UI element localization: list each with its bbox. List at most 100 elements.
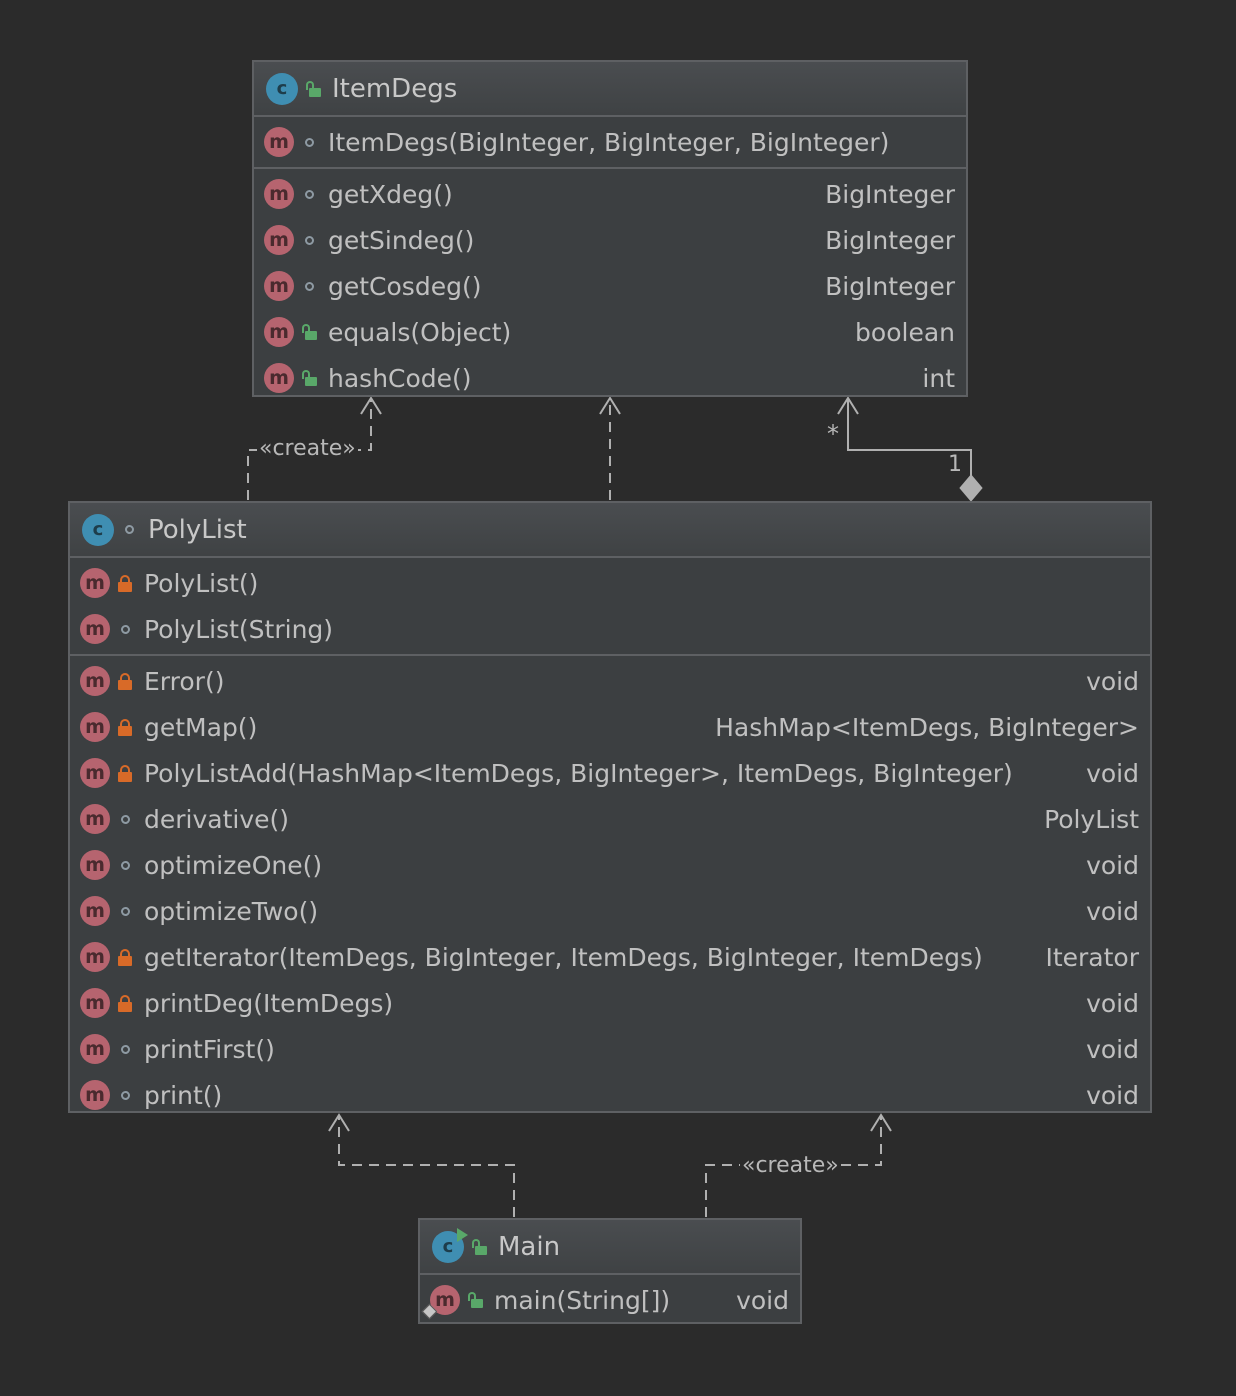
method-icon: m bbox=[264, 271, 294, 301]
package-dot-icon bbox=[300, 189, 318, 199]
method-icon: m bbox=[80, 896, 110, 926]
member-signature: printDeg(ItemDegs) bbox=[144, 988, 394, 1018]
composition-line bbox=[847, 400, 972, 477]
class-icon: c bbox=[432, 1227, 468, 1263]
public-lock-icon bbox=[304, 80, 322, 97]
method-icon: m bbox=[80, 804, 110, 834]
arrowhead-dependency-top bbox=[599, 396, 621, 415]
arrowhead-composition bbox=[837, 396, 859, 415]
method-icon: m bbox=[264, 225, 294, 255]
member-signature: equals(Object) bbox=[328, 317, 512, 347]
arrowhead-create-top bbox=[360, 396, 382, 415]
member-row[interactable]: m PolyListAdd(HashMap<ItemDegs, BigIntege… bbox=[70, 750, 1150, 796]
method-icon: m bbox=[80, 988, 110, 1018]
member-return-type: PolyList bbox=[1044, 804, 1139, 834]
member-signature: main(String[]) bbox=[494, 1285, 671, 1315]
member-row[interactable]: m derivative() PolyList bbox=[70, 796, 1150, 842]
package-dot-icon bbox=[116, 906, 134, 916]
class-icon: c bbox=[266, 72, 298, 105]
package-dot-icon bbox=[116, 1090, 134, 1100]
member-signature: printFirst() bbox=[144, 1034, 275, 1064]
method-icon: m bbox=[264, 179, 294, 209]
public-lock-icon bbox=[470, 1238, 488, 1255]
method-icon: m bbox=[80, 1080, 110, 1110]
member-row[interactable]: m print() void bbox=[70, 1072, 1150, 1118]
member-signature: Error() bbox=[144, 666, 225, 696]
member-return-type: void bbox=[1086, 758, 1139, 788]
member-return-type: void bbox=[736, 1285, 789, 1315]
package-dot-icon bbox=[116, 624, 134, 634]
public-lock-icon bbox=[300, 324, 318, 340]
member-row[interactable]: m printFirst() void bbox=[70, 1026, 1150, 1072]
arrowhead-create-bottom bbox=[870, 1113, 892, 1132]
member-return-type: void bbox=[1086, 1034, 1139, 1064]
dependency-main-polylist bbox=[338, 1117, 515, 1217]
member-signature: PolyList() bbox=[144, 568, 259, 598]
member-signature: ItemDegs(BigInteger, BigInteger, BigInte… bbox=[328, 127, 890, 157]
multiplicity-one: 1 bbox=[948, 452, 962, 477]
member-signature: getCosdeg() bbox=[328, 271, 482, 301]
class-name: ItemDegs bbox=[332, 73, 458, 104]
member-return-type: void bbox=[1086, 850, 1139, 880]
method-icon: m bbox=[264, 363, 294, 393]
member-row[interactable]: m hashCode() int bbox=[254, 355, 966, 401]
methods-section: m main(String[]) void bbox=[420, 1275, 800, 1325]
member-return-type: void bbox=[1086, 666, 1139, 696]
member-signature: hashCode() bbox=[328, 363, 472, 393]
member-signature: PolyListAdd(HashMap<ItemDegs, BigInteger… bbox=[144, 758, 1013, 788]
package-dot-icon bbox=[116, 860, 134, 870]
package-dot-icon bbox=[116, 814, 134, 824]
package-dot-icon bbox=[300, 281, 318, 291]
member-return-type: int bbox=[922, 363, 955, 393]
public-lock-icon bbox=[466, 1292, 484, 1308]
member-signature: getMap() bbox=[144, 712, 258, 742]
member-return-type: void bbox=[1086, 988, 1139, 1018]
private-lock-icon bbox=[116, 672, 134, 690]
member-row[interactable]: m main(String[]) void bbox=[420, 1277, 800, 1323]
member-return-type: void bbox=[1086, 1080, 1139, 1110]
private-lock-icon bbox=[116, 994, 134, 1012]
member-signature: optimizeOne() bbox=[144, 850, 323, 880]
member-row[interactable]: m Error() void bbox=[70, 658, 1150, 704]
method-icon: m bbox=[80, 666, 110, 696]
package-dot-icon bbox=[116, 1044, 134, 1054]
method-icon: m bbox=[80, 758, 110, 788]
member-signature: derivative() bbox=[144, 804, 290, 834]
create-label-bottom: «create» bbox=[740, 1153, 841, 1178]
create-label-top: «create» bbox=[257, 436, 358, 461]
arrowhead-dependency-bottom bbox=[328, 1113, 350, 1132]
member-return-type: boolean bbox=[855, 317, 955, 347]
member-signature: print() bbox=[144, 1080, 223, 1110]
method-icon: m bbox=[421, 1285, 460, 1320]
private-lock-icon bbox=[116, 718, 134, 736]
member-row[interactable]: m printDeg(ItemDegs) void bbox=[70, 980, 1150, 1026]
method-icon: m bbox=[80, 1034, 110, 1064]
member-return-type: BigInteger bbox=[825, 179, 955, 209]
multiplicity-many: * bbox=[827, 420, 839, 448]
member-return-type: BigInteger bbox=[825, 225, 955, 255]
member-signature: PolyList(String) bbox=[144, 614, 334, 644]
private-lock-icon bbox=[116, 764, 134, 782]
method-icon: m bbox=[80, 712, 110, 742]
class-header[interactable]: c ItemDegs bbox=[254, 62, 966, 117]
